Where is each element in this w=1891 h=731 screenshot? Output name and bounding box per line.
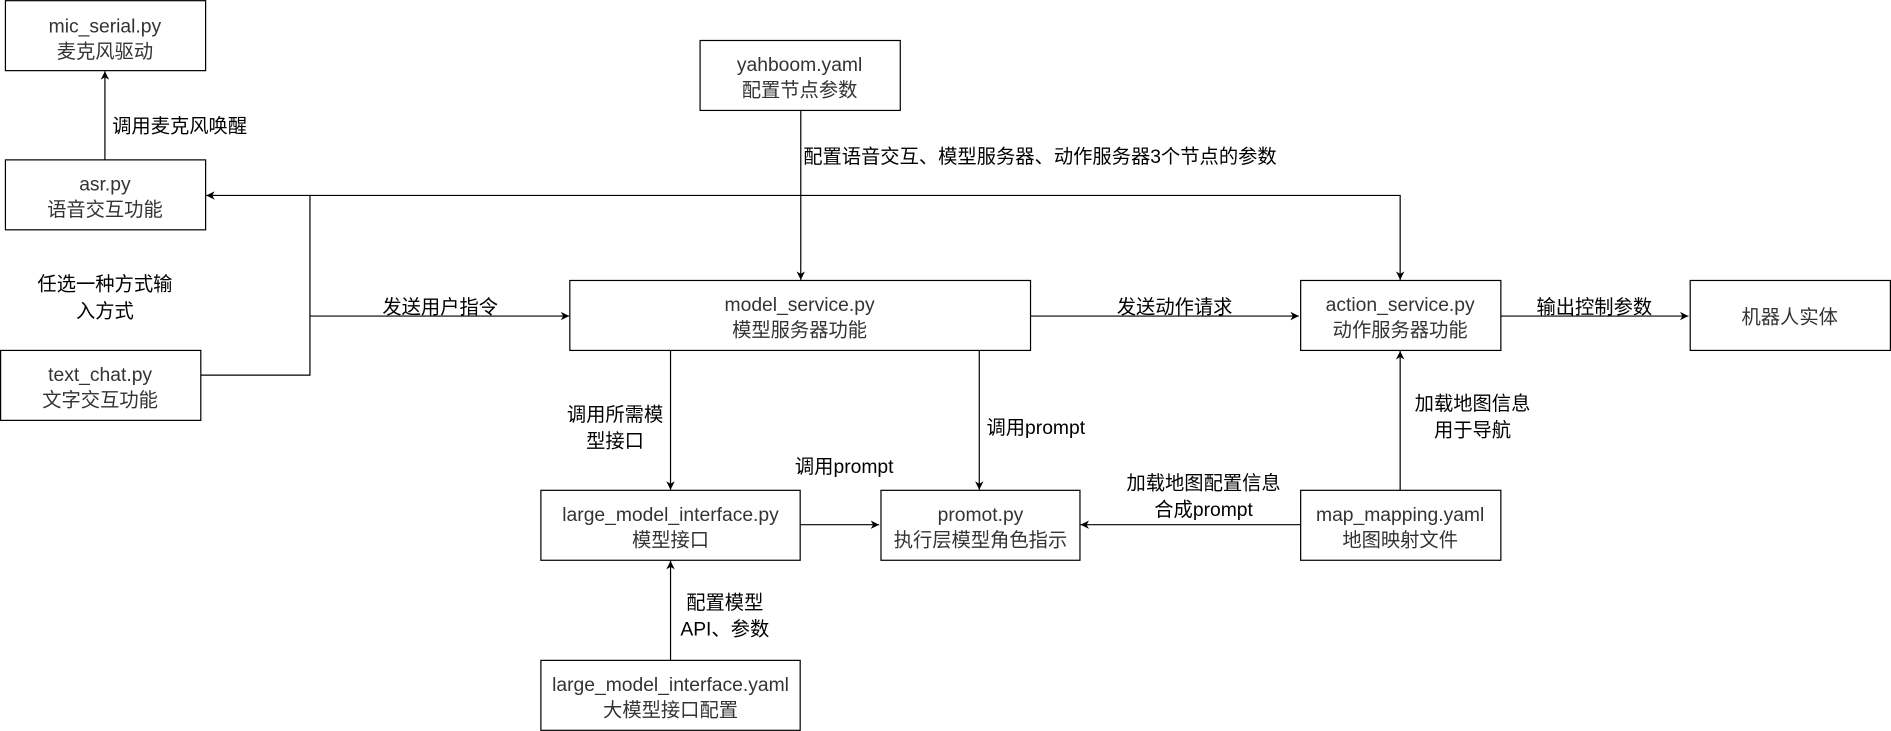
node-text-chat: text_chat.py 文字交互功能 — [0, 349, 202, 421]
label-config-params: 配置语音交互、模型服务器、动作服务器3个节点的参数 — [803, 146, 1276, 168]
node-large-model-interface: large_model_interface.py 模型接口 — [540, 489, 801, 561]
node-map-mapping: map_mapping.yaml 地图映射文件 — [1300, 489, 1502, 561]
node-title: large_model_interface.py — [562, 505, 779, 526]
label-choose-input-2: 入方式 — [76, 300, 134, 322]
node-desc: 大模型接口配置 — [603, 699, 738, 721]
label-call-prompt-interface: 调用prompt — [795, 456, 894, 478]
node-title: mic_serial.py — [49, 17, 162, 38]
label-load-map-prompt-1: 加载地图配置信息 — [1126, 473, 1280, 495]
node-desc: 文字交互功能 — [42, 390, 158, 412]
node-model-service: model_service.py 模型服务器功能 — [569, 279, 1032, 352]
node-title: model_service.py — [725, 295, 875, 316]
label-call-model-api-1: 调用所需模 — [567, 404, 663, 426]
node-desc: 地图映射文件 — [1342, 529, 1458, 551]
node-desc: 执行层模型角色指示 — [894, 529, 1068, 551]
label-send-user-cmd: 发送用户指令 — [382, 297, 498, 319]
edges — [100, 71, 1689, 661]
node-desc: 模型服务器功能 — [732, 320, 867, 342]
node-title: map_mapping.yaml — [1316, 505, 1484, 526]
node-title: large_model_interface.yaml — [552, 675, 789, 696]
label-send-action-req: 发送动作请求 — [1117, 297, 1233, 319]
label-call-model-api-2: 型接口 — [586, 431, 644, 453]
node-large-model-interface-yaml: large_model_interface.yaml 大模型接口配置 — [540, 659, 801, 731]
label-config-model-2: API、参数 — [680, 619, 769, 641]
node-desc: 模型接口 — [632, 529, 709, 551]
node-robot: 机器人实体 — [1689, 279, 1891, 352]
edge-textchat-to-asr — [200, 191, 311, 376]
node-desc: 麦克风驱动 — [57, 41, 153, 63]
label-config-model-1: 配置模型 — [686, 592, 763, 614]
label-load-map-prompt-2: 合成prompt — [1154, 499, 1253, 521]
node-desc: 语音交互功能 — [47, 199, 163, 221]
label-load-map-nav-2: 用于导航 — [1434, 420, 1511, 442]
node-title: asr.py — [79, 175, 131, 196]
node-desc: 配置节点参数 — [742, 80, 858, 102]
label-load-map-nav-1: 加载地图信息 — [1415, 393, 1531, 415]
label-choose-input-1: 任选一种方式输 — [37, 274, 172, 296]
node-action-service: action_service.py 动作服务器功能 — [1300, 279, 1502, 352]
node-title: 机器人实体 — [1741, 306, 1837, 328]
node-yahboom: yahboom.yaml 配置节点参数 — [699, 39, 901, 112]
edge-labels: 调用麦克风唤醒 任选一种方式输 入方式 发送用户指令 配置语音交互、模型服务器、… — [37, 116, 1652, 641]
node-title: text_chat.py — [48, 365, 152, 386]
edge-config-to-action — [309, 194, 1405, 280]
node-promot: promot.py 执行层模型角色指示 — [880, 489, 1081, 561]
node-mic-serial: mic_serial.py 麦克风驱动 — [4, 0, 207, 72]
label-output-control: 输出控制参数 — [1536, 297, 1652, 319]
node-title: promot.py — [938, 505, 1024, 526]
node-title: action_service.py — [1326, 295, 1475, 316]
node-desc: 动作服务器功能 — [1333, 320, 1468, 342]
node-title: yahboom.yaml — [737, 55, 862, 76]
node-asr: asr.py 语音交互功能 — [4, 159, 207, 231]
label-asr-to-mic: 调用麦克风唤醒 — [112, 116, 247, 138]
label-call-prompt-model: 调用prompt — [987, 417, 1086, 439]
